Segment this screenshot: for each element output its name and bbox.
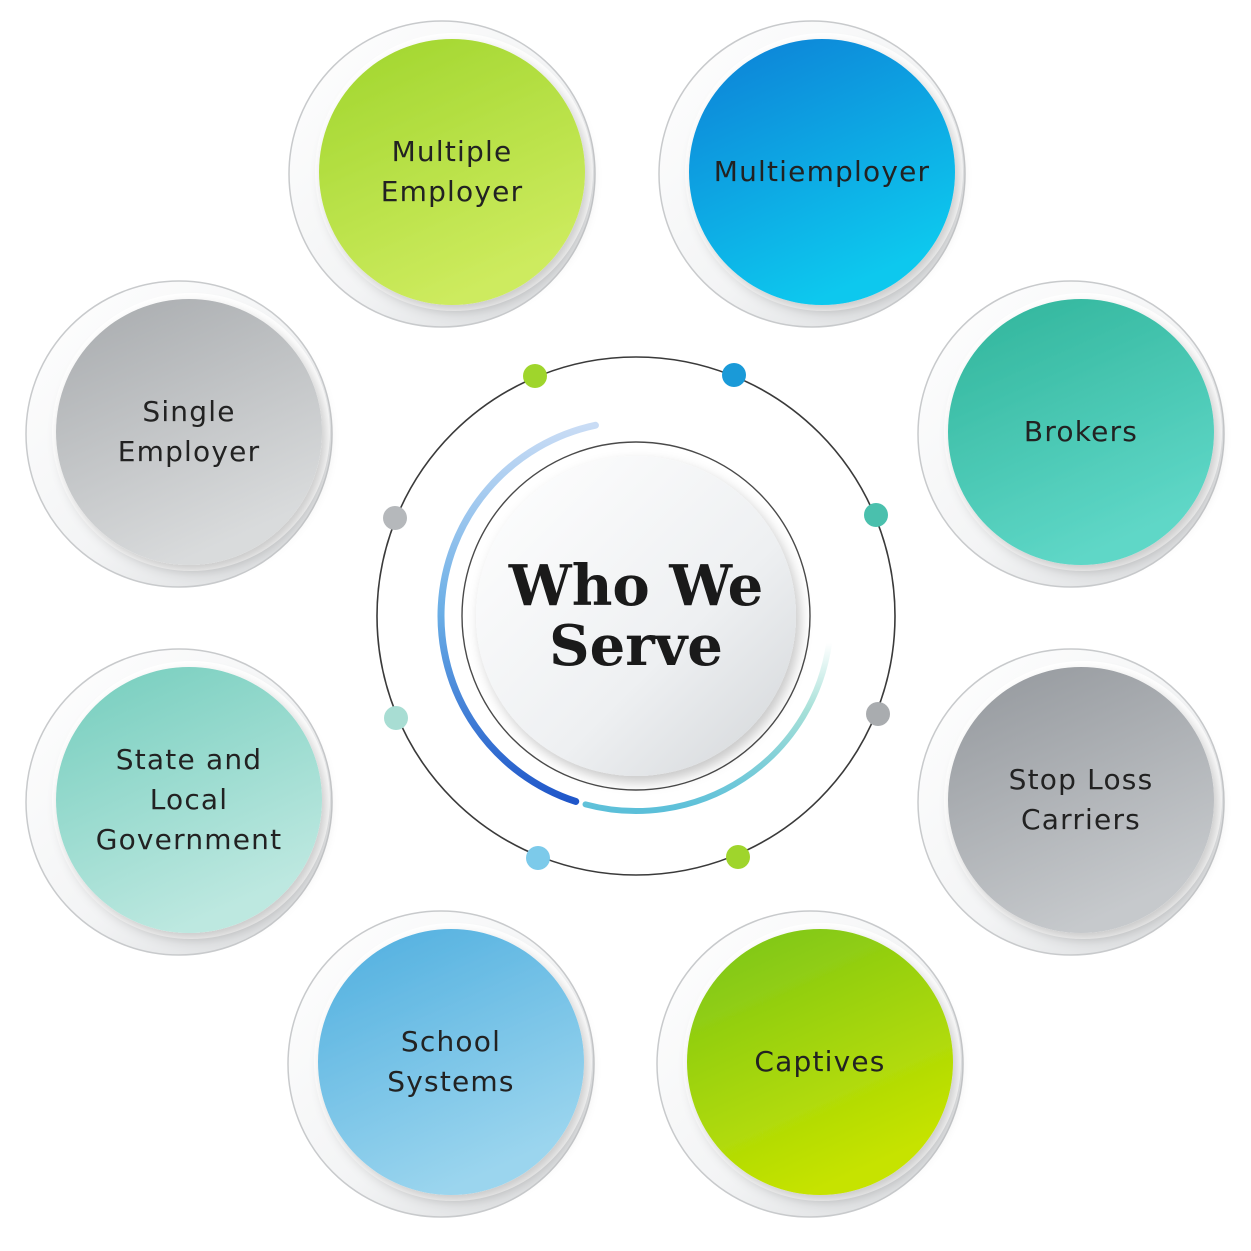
- segment-circle: [287, 910, 595, 1218]
- ring-dot: [722, 363, 746, 387]
- segment-fill: [56, 299, 322, 565]
- segment-circle: [25, 280, 333, 588]
- ring-dot: [384, 706, 408, 730]
- outer-ring: [376, 356, 896, 876]
- segment-fill: [948, 299, 1214, 565]
- outer-ring-circle: [376, 356, 896, 876]
- center-disc: [476, 456, 796, 776]
- segment-circle: [656, 910, 964, 1218]
- segment-fill: [319, 39, 585, 305]
- ring-dot: [523, 364, 547, 388]
- center-arc-teal: [582, 640, 833, 814]
- ring-dot: [526, 846, 550, 870]
- ring-dot: [866, 702, 890, 726]
- ring-dot: [383, 506, 407, 530]
- segment-circles: [25, 20, 1225, 1218]
- segment-circle: [917, 648, 1225, 956]
- segment-fill: [948, 667, 1214, 933]
- segment-fill: [56, 667, 322, 933]
- ring-dot: [864, 503, 888, 527]
- segment-circle: [288, 20, 596, 328]
- segment-circle: [25, 648, 333, 956]
- segment-fill: [318, 929, 584, 1195]
- ring-dot: [726, 845, 750, 869]
- center-arc-blue: [437, 421, 599, 805]
- segment-fill: [689, 39, 955, 305]
- center-title: Who We Serve: [508, 553, 764, 679]
- segment-circle: [917, 280, 1225, 588]
- segment-fill: [687, 929, 953, 1195]
- segment-circle: [658, 20, 966, 328]
- center-hub: [437, 421, 833, 814]
